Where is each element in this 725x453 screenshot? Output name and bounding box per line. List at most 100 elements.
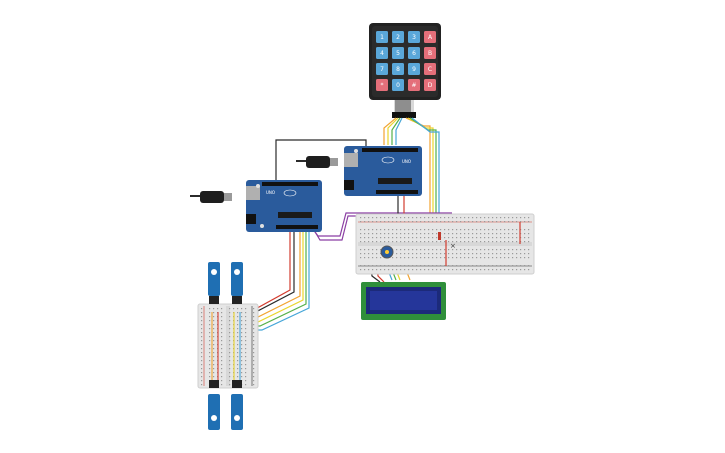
breadboard-hole[interactable] (424, 217, 426, 219)
breadboard-hole[interactable] (428, 221, 430, 223)
breadboard-hole[interactable] (229, 324, 231, 326)
breadboard-hole[interactable] (512, 265, 514, 267)
breadboard-hole[interactable] (253, 348, 255, 350)
breadboard-hole[interactable] (476, 249, 478, 251)
breadboard-hole[interactable] (500, 229, 502, 231)
breadboard-hole[interactable] (448, 221, 450, 223)
breadboard-hole[interactable] (456, 233, 458, 235)
breadboard-hole[interactable] (221, 340, 223, 342)
breadboard-hole[interactable] (488, 241, 490, 243)
breadboard-hole[interactable] (476, 229, 478, 231)
breadboard-hole[interactable] (241, 316, 243, 318)
breadboard-hole[interactable] (440, 269, 442, 271)
breadboard-hole[interactable] (468, 265, 470, 267)
breadboard-hole[interactable] (424, 221, 426, 223)
breadboard-hole[interactable] (253, 332, 255, 334)
breadboard-hole[interactable] (404, 253, 406, 255)
breadboard-hole[interactable] (376, 241, 378, 243)
breadboard-hole[interactable] (213, 368, 215, 370)
breadboard-hole[interactable] (376, 221, 378, 223)
breadboard-hole[interactable] (376, 249, 378, 251)
breadboard-hole[interactable] (496, 253, 498, 255)
breadboard-hole[interactable] (520, 265, 522, 267)
breadboard-hole[interactable] (380, 269, 382, 271)
breadboard-hole[interactable] (432, 229, 434, 231)
breadboard-hole[interactable] (372, 253, 374, 255)
breadboard-hole[interactable] (440, 257, 442, 259)
breadboard-hole[interactable] (404, 237, 406, 239)
breadboard-hole[interactable] (376, 233, 378, 235)
breadboard-hole[interactable] (508, 221, 510, 223)
breadboard-hole[interactable] (380, 237, 382, 239)
breadboard-hole[interactable] (468, 229, 470, 231)
breadboard-hole[interactable] (484, 237, 486, 239)
breadboard-hole[interactable] (221, 324, 223, 326)
breadboard-hole[interactable] (376, 265, 378, 267)
breadboard-hole[interactable] (229, 308, 231, 310)
breadboard-hole[interactable] (404, 229, 406, 231)
breadboard-main[interactable]: × (355, 213, 535, 275)
breadboard-hole[interactable] (209, 324, 211, 326)
breadboard-hole[interactable] (444, 265, 446, 267)
breadboard-hole[interactable] (360, 269, 362, 271)
breadboard-hole[interactable] (201, 372, 203, 374)
breadboard-hole[interactable] (428, 269, 430, 271)
breadboard-hole[interactable] (460, 253, 462, 255)
breadboard-hole[interactable] (424, 265, 426, 267)
breadboard-hole[interactable] (360, 249, 362, 251)
breadboard-hole[interactable] (364, 217, 366, 219)
breadboard-hole[interactable] (416, 229, 418, 231)
breadboard-hole[interactable] (237, 336, 239, 338)
breadboard-hole[interactable] (528, 249, 530, 251)
breadboard-hole[interactable] (492, 237, 494, 239)
breadboard-hole[interactable] (364, 253, 366, 255)
breadboard-hole[interactable] (492, 249, 494, 251)
breadboard-hole[interactable] (245, 352, 247, 354)
breadboard-hole[interactable] (528, 241, 530, 243)
breadboard-hole[interactable] (448, 217, 450, 219)
breadboard-hole[interactable] (524, 217, 526, 219)
breadboard-hole[interactable] (512, 237, 514, 239)
breadboard-hole[interactable] (408, 221, 410, 223)
breadboard-hole[interactable] (520, 221, 522, 223)
breadboard-hole[interactable] (360, 221, 362, 223)
breadboard-hole[interactable] (380, 241, 382, 243)
breadboard-hole[interactable] (472, 233, 474, 235)
breadboard-hole[interactable] (472, 269, 474, 271)
breadboard-hole[interactable] (253, 360, 255, 362)
breadboard-hole[interactable] (472, 249, 474, 251)
breadboard-hole[interactable] (484, 221, 486, 223)
breadboard-hole[interactable] (484, 217, 486, 219)
breadboard-hole[interactable] (432, 269, 434, 271)
breadboard-hole[interactable] (412, 269, 414, 271)
breadboard-hole[interactable] (408, 253, 410, 255)
breadboard-hole[interactable] (416, 257, 418, 259)
breadboard-hole[interactable] (464, 221, 466, 223)
breadboard-hole[interactable] (420, 229, 422, 231)
breadboard-hole[interactable] (408, 269, 410, 271)
breadboard-hole[interactable] (416, 233, 418, 235)
breadboard-hole[interactable] (500, 269, 502, 271)
breadboard-hole[interactable] (524, 221, 526, 223)
breadboard-hole[interactable] (452, 221, 454, 223)
breadboard-hole[interactable] (392, 265, 394, 267)
breadboard-hole[interactable] (420, 265, 422, 267)
breadboard-hole[interactable] (253, 324, 255, 326)
breadboard-hole[interactable] (237, 320, 239, 322)
breadboard-hole[interactable] (213, 376, 215, 378)
keypad-key[interactable] (424, 63, 436, 75)
breadboard-hole[interactable] (412, 221, 414, 223)
breadboard-hole[interactable] (460, 237, 462, 239)
breadboard-hole[interactable] (512, 241, 514, 243)
breadboard-hole[interactable] (488, 265, 490, 267)
breadboard-hole[interactable] (516, 229, 518, 231)
breadboard-hole[interactable] (408, 237, 410, 239)
breadboard-hole[interactable] (241, 308, 243, 310)
breadboard-hole[interactable] (392, 217, 394, 219)
breadboard-hole[interactable] (213, 352, 215, 354)
breadboard-hole[interactable] (416, 237, 418, 239)
breadboard-hole[interactable] (436, 229, 438, 231)
breadboard-hole[interactable] (524, 269, 526, 271)
breadboard-hole[interactable] (452, 253, 454, 255)
breadboard-hole[interactable] (237, 324, 239, 326)
